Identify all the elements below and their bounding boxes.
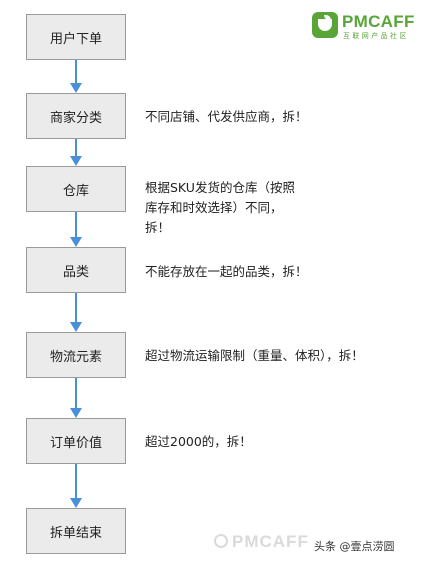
note-category: 不能存放在一起的品类，拆！ [145, 264, 308, 279]
step-box-order-value: 订单价值 [26, 418, 126, 464]
arrowhead-icon [70, 322, 82, 332]
logo-tagline: 互联网产品社区 [343, 32, 409, 40]
note-merchant: 不同店铺、代发供应商，拆！ [145, 109, 308, 124]
watermark: PMCAFF [232, 532, 309, 551]
pmcaff-logo: PMCAFF 互联网产品社区 [312, 12, 415, 42]
coffee-cup-icon [312, 12, 338, 38]
step-label: 物流元素 [49, 349, 102, 365]
arrowhead-icon [70, 83, 82, 93]
arrowhead-icon [70, 498, 82, 508]
step-label: 品类 [62, 264, 89, 280]
step-label: 仓库 [62, 183, 89, 199]
step-box-category: 品类 [26, 247, 126, 293]
logo-name: PMCAFF [342, 12, 415, 31]
step-box-logistics: 物流元素 [26, 332, 126, 378]
step-box-order: 用户下单 [26, 14, 126, 60]
arrowhead-icon [70, 156, 82, 166]
source-credit: 头条 @壹点涝圆 [314, 540, 395, 553]
arrowhead-icon [70, 237, 82, 247]
step-label: 拆单结束 [49, 525, 102, 541]
note-order-value: 超过2000的，拆！ [145, 434, 252, 449]
step-label: 用户下单 [49, 31, 102, 47]
note-warehouse: 根据SKU发货的仓库（按照库存和时效选择）不同，拆！ [145, 180, 295, 235]
step-box-end: 拆单结束 [26, 508, 126, 554]
step-box-warehouse: 仓库 [26, 166, 126, 212]
note-logistics: 超过物流运输限制（重量、体积），拆！ [145, 348, 364, 363]
step-label: 订单价值 [49, 435, 102, 451]
step-box-merchant: 商家分类 [26, 93, 126, 139]
watermark-logo-icon [214, 534, 228, 548]
step-label: 商家分类 [49, 110, 102, 126]
arrowhead-icon [70, 408, 82, 418]
